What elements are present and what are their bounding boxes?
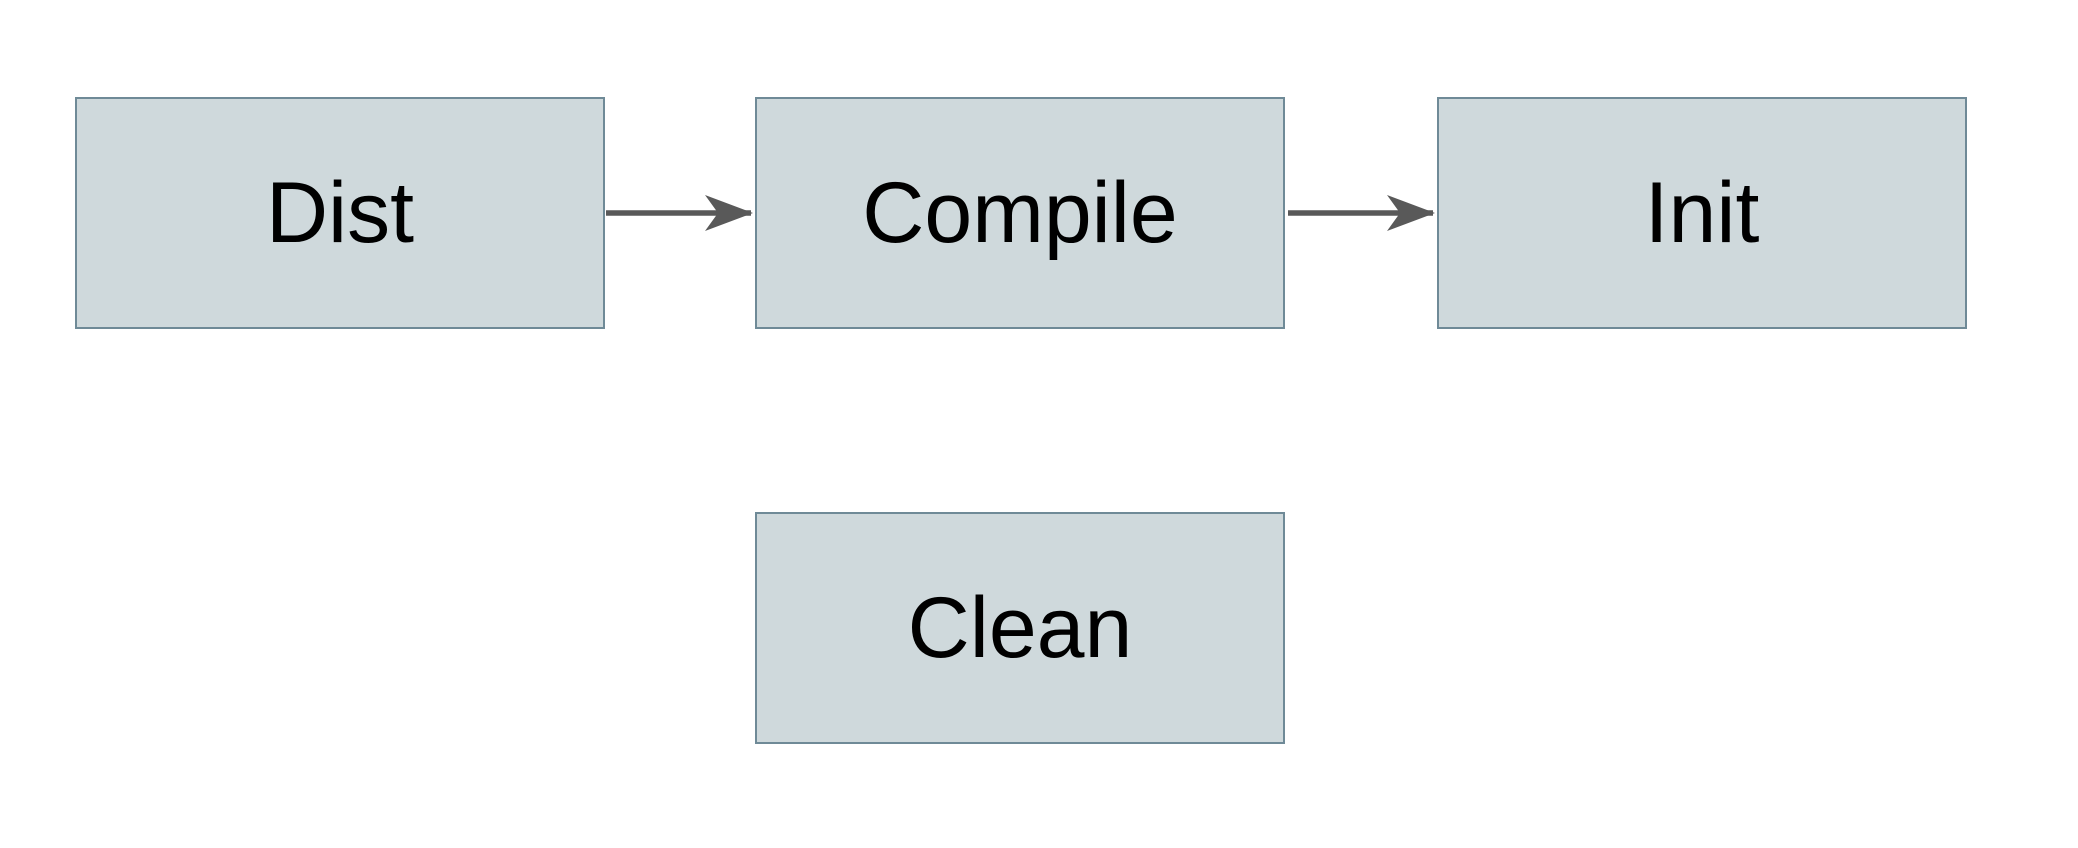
node-clean-label: Clean	[907, 579, 1133, 676]
node-compile: Compile	[755, 97, 1285, 329]
node-compile-label: Compile	[862, 164, 1178, 261]
node-init-label: Init	[1644, 164, 1760, 261]
node-clean: Clean	[755, 512, 1285, 744]
node-dist: Dist	[75, 97, 605, 329]
node-dist-label: Dist	[265, 164, 415, 261]
node-init: Init	[1437, 97, 1967, 329]
